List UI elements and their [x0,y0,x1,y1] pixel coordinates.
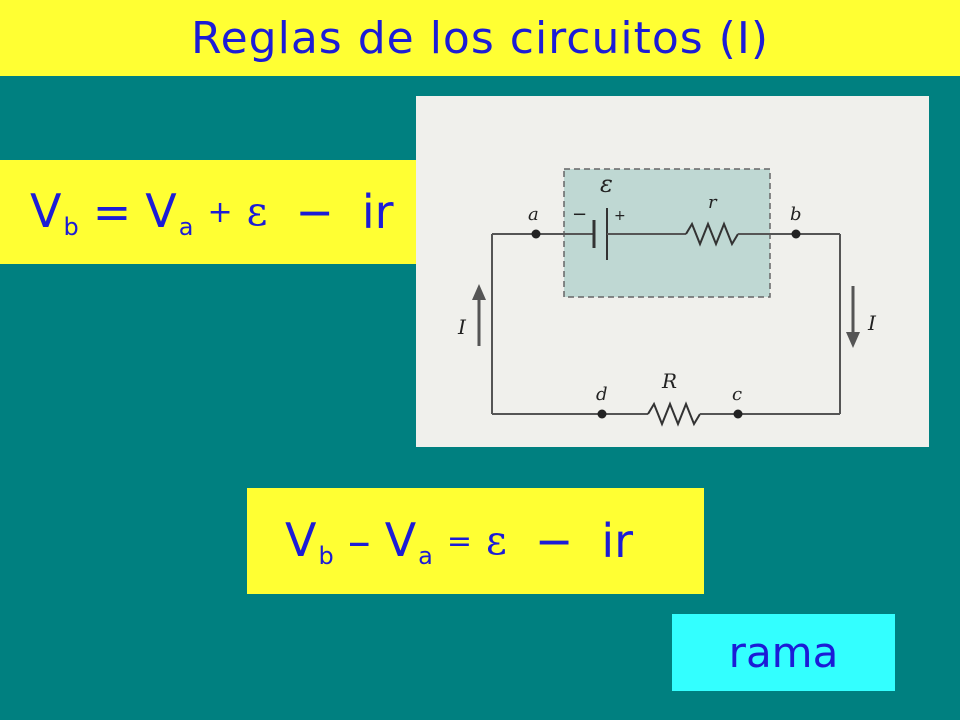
equation-top-box: Vb = Va + ε − ir [0,160,456,264]
eq-top-plus: + [207,194,233,230]
current-right-label: I [867,311,877,335]
node-c-label: c [732,384,742,405]
r-label: r [708,192,718,213]
node-d-dot [597,409,607,419]
eq-bottom-vb: Vb [285,512,334,570]
eq-bottom-equals: = [446,523,473,559]
slide-title: Reglas de los circuitos (I) [191,12,769,64]
current-left-label: I [457,315,467,339]
node-c-dot [733,409,743,419]
title-bar: Reglas de los circuitos (I) [0,0,960,76]
rama-label: rama [728,628,839,677]
R-label: R [661,369,677,393]
circuit-diagram: ε r R a b c d I I − + [416,96,929,447]
battery-plus-sign: + [614,208,626,224]
external-resistor [647,401,701,427]
equation-bottom-box: Vb – Va = ε − ir [247,488,704,594]
eq-bottom-minus2: − [534,514,574,568]
eq-top-equals: = [92,185,132,239]
node-b-label: b [790,204,802,225]
eq-bottom-ir: ir [601,514,634,568]
node-a-dot [531,229,541,239]
arrow-left-head [472,284,486,300]
eq-top-ir: ir [361,185,394,239]
circuit-svg: ε r R a b c d I I − + [457,168,877,427]
rama-label-box: rama [672,614,895,691]
node-a-label: a [528,204,539,225]
eq-bottom-minus1: – [347,514,371,568]
internal-resistor [685,221,739,247]
node-b-dot [791,229,801,239]
eq-top-minus: − [295,185,334,239]
emf-label: ε [600,170,613,198]
arrow-right-head [846,332,860,348]
eq-top-emf: ε [246,189,268,235]
battery-minus-sign: − [572,204,587,225]
eq-bottom-va: Va [384,512,433,570]
node-d-label: d [596,384,608,405]
eq-top-va: Va [145,183,194,241]
eq-bottom-emf: ε [486,518,507,564]
eq-top-vb: Vb [30,183,79,241]
